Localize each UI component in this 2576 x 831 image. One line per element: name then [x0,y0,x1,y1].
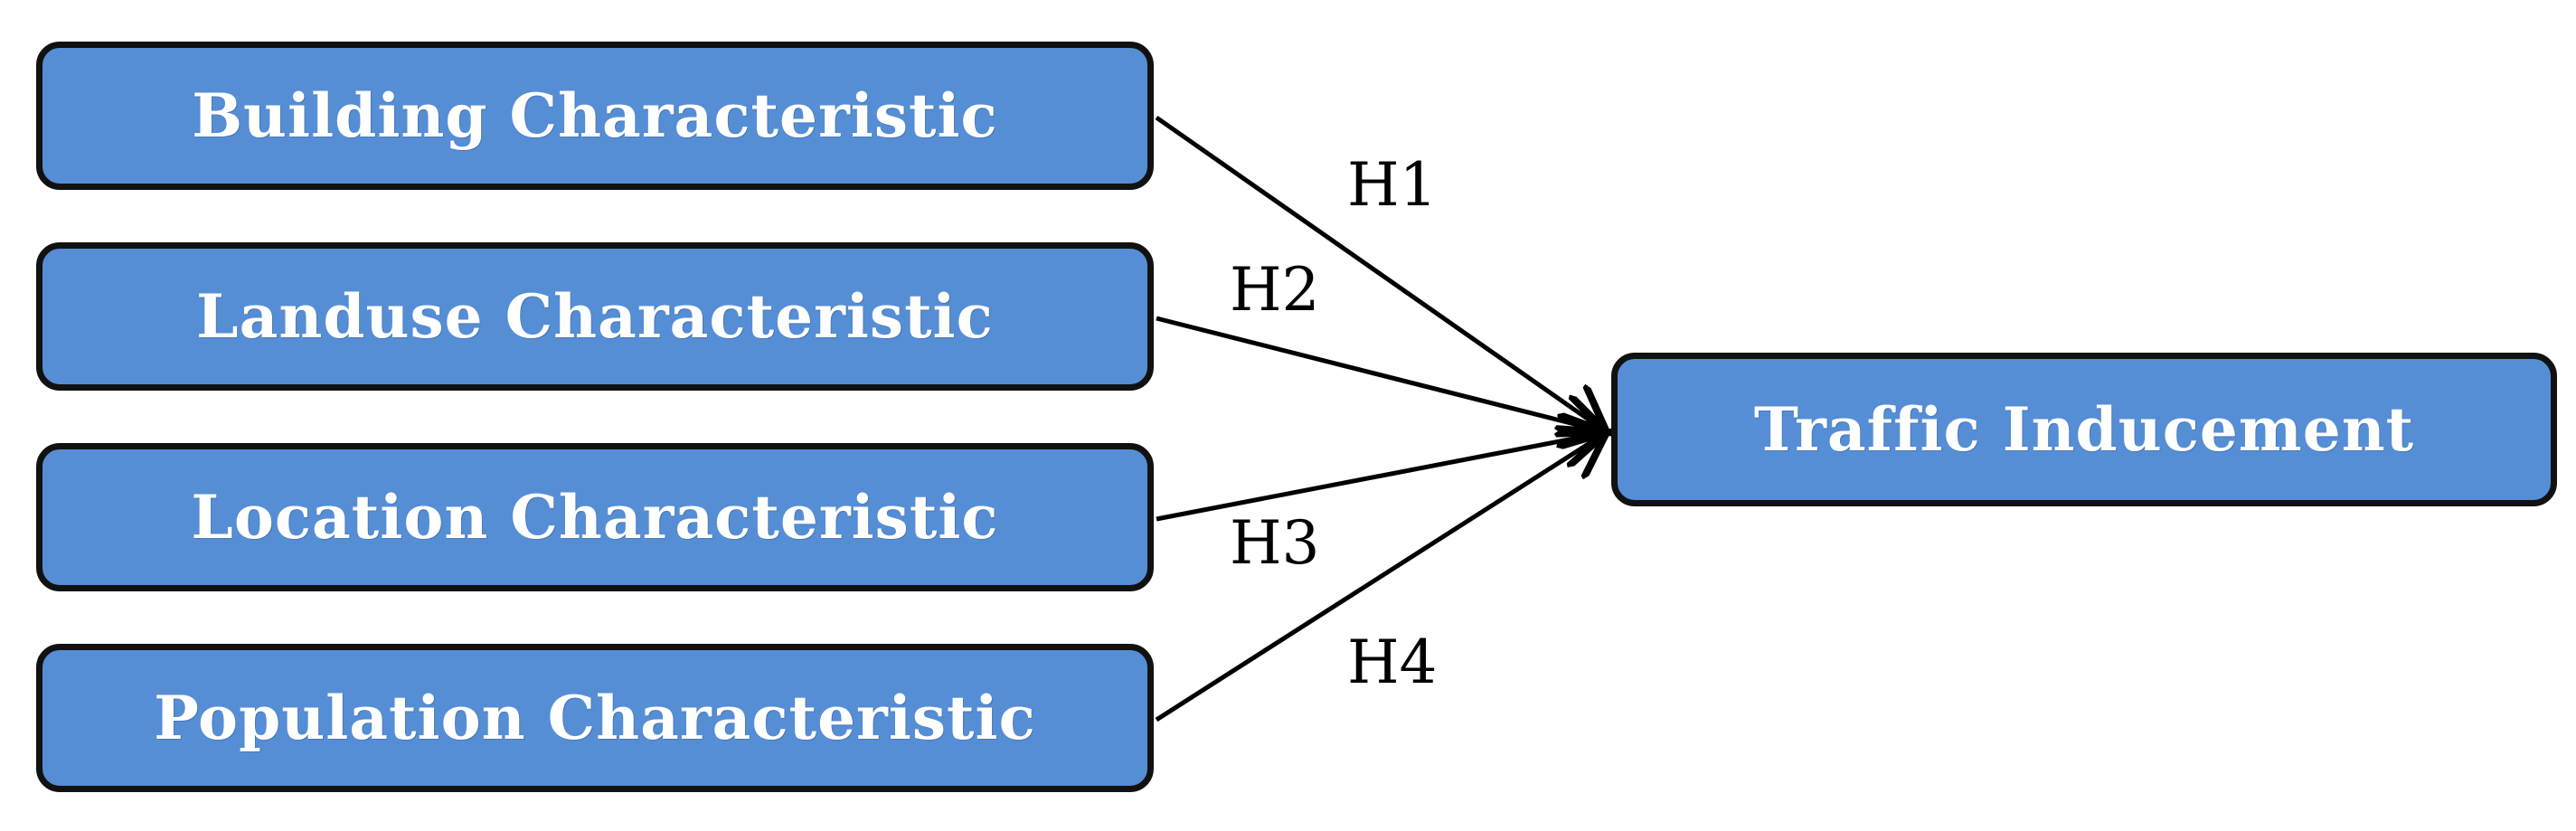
traffic-inducement-box: Traffic Inducement [1611,353,2557,506]
building-characteristic-box: Building Characteristic [36,42,1154,190]
landuse-characteristic-box: Landuse Characteristic [36,242,1154,391]
arrow-h1 [1155,115,1607,432]
location-characteristic-box: Location Characteristic [36,443,1154,591]
hypothesis-label-h1: H1 [1347,150,1438,220]
hypothesis-label-h2: H2 [1230,255,1320,325]
arrow-h3 [1156,432,1607,522]
arrow-h2 [1156,316,1607,432]
arrow-h4 [1155,432,1607,722]
hypothesis-label-h4: H4 [1347,628,1438,697]
population-characteristic-box: Population Characteristic [36,644,1154,792]
hypothesis-label-h3: H3 [1230,508,1320,578]
